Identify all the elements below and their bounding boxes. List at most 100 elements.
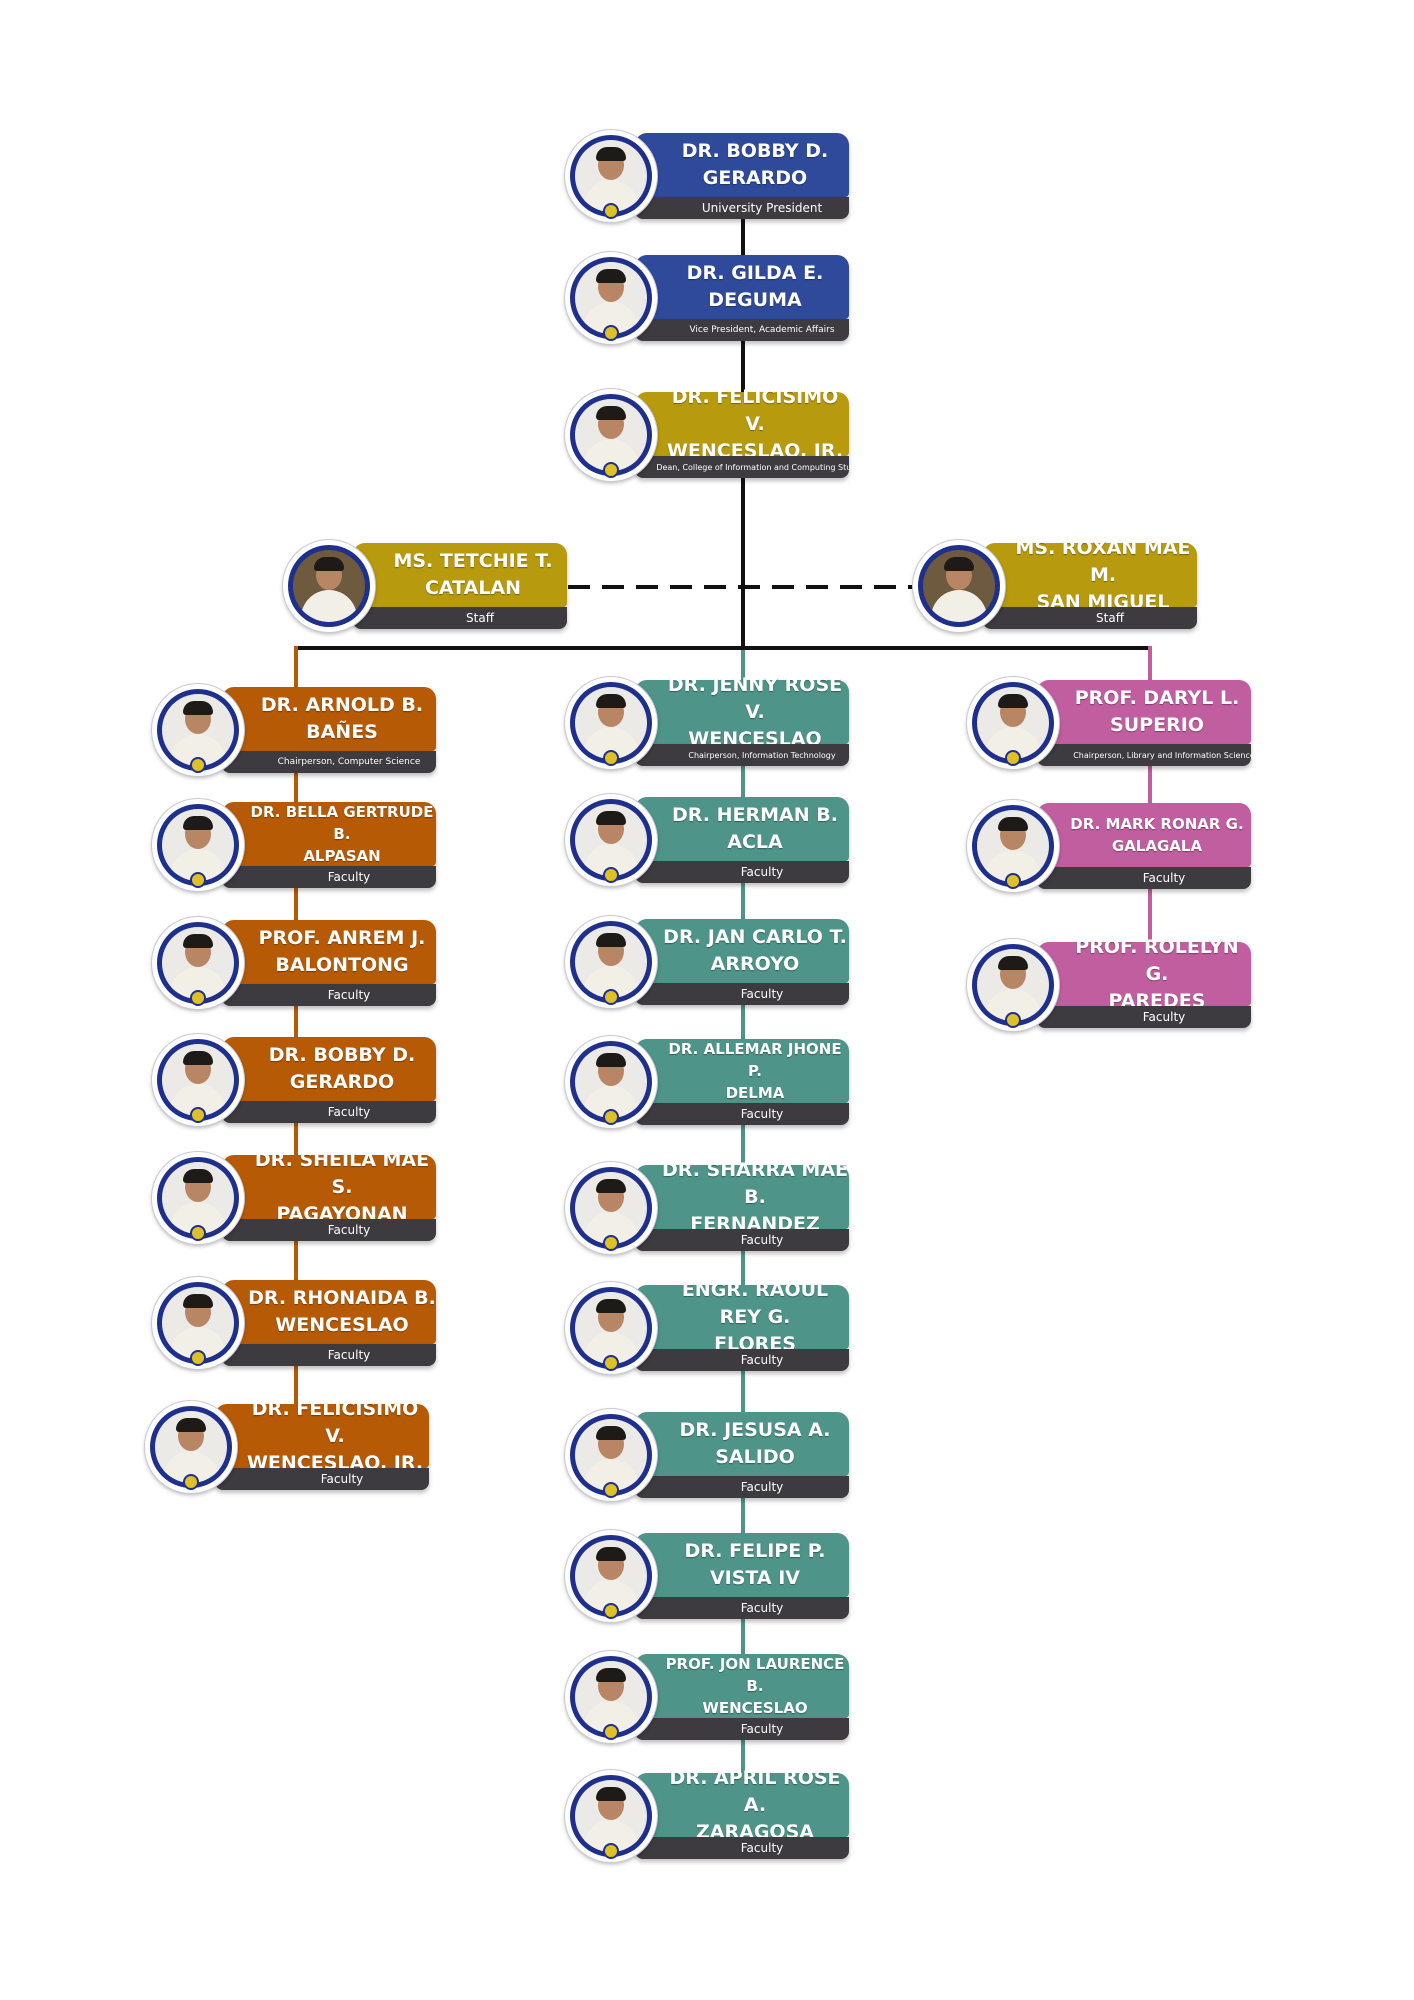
person-name: DR. RHONAIDA B.WENCESLAO — [248, 1287, 436, 1336]
title-bar: Chairperson, Information Technology — [635, 744, 849, 766]
person-title: Faculty — [1142, 871, 1186, 885]
title-bar: Faculty — [635, 1349, 849, 1371]
name-box: PROF. ANREM J.BALONTONG — [222, 920, 436, 984]
person-card-dean: DR. FELICISIMO V.WENCESLAO, JR. Dean, Co… — [565, 386, 868, 481]
person-card-lis-faculty-2: PROF. ROLELYN G.PAREDES Faculty — [967, 936, 1257, 1031]
title-bar: Faculty — [635, 1103, 849, 1125]
person-title: Staff — [466, 611, 494, 625]
person-card-it-faculty-1: DR. HERMAN B.ACLA Faculty — [565, 794, 855, 886]
person-name: DR. BOBBY D.GERARDO — [268, 1044, 416, 1093]
person-name: PROF. DARYL L.SUPERIO — [1074, 687, 1240, 736]
portrait-photo — [913, 540, 1005, 632]
name-box: MS. TETCHIE T.CATALAN — [353, 543, 567, 607]
title-bar: Faculty — [1037, 867, 1251, 889]
name-box: DR. SHEILA MAE S.PAGAYONAN — [222, 1149, 436, 1225]
portrait-photo — [967, 677, 1059, 769]
person-name: DR. SHARRA MAE B.FERNANDEZ — [661, 1158, 849, 1235]
person-title: Faculty — [327, 870, 371, 884]
person-card-cs-faculty-6: DR. FELICISIMO V.WENCESLAO, JR. Faculty — [145, 1398, 435, 1493]
university-seal-icon — [603, 1843, 619, 1859]
title-bar: Faculty — [222, 1344, 436, 1366]
person-name: DR. ARNOLD B.BAÑES — [260, 694, 424, 743]
university-seal-icon — [603, 203, 619, 219]
name-box: DR. FELIPE P.VISTA IV — [635, 1533, 849, 1597]
university-seal-icon — [603, 1603, 619, 1619]
person-title: Faculty — [740, 1841, 784, 1855]
title-bar: Faculty — [222, 1101, 436, 1123]
name-box: DR. GILDA E.DEGUMA — [635, 255, 849, 319]
university-seal-icon — [190, 872, 206, 888]
title-bar: Chairperson, Computer Science — [222, 751, 436, 773]
person-title: Chairperson, Information Technology — [688, 750, 836, 760]
name-box: DR. JAN CARLO T.ARROYO — [635, 919, 849, 983]
portrait-photo — [565, 130, 657, 222]
name-box: DR. MARK RONAR G.GALAGALA — [1037, 803, 1251, 867]
title-bar: Faculty — [635, 1718, 849, 1740]
person-card-cs-faculty-4: DR. SHEILA MAE S.PAGAYONAN Faculty — [152, 1149, 442, 1244]
university-seal-icon — [190, 1225, 206, 1241]
title-bar: Staff — [353, 607, 567, 629]
person-card-it-faculty-2: DR. JAN CARLO T.ARROYO Faculty — [565, 916, 855, 1008]
person-name: DR. APRIL ROSE A.ZARAGOSA — [669, 1766, 841, 1843]
university-seal-icon — [1005, 750, 1021, 766]
person-card-lis-faculty-1: DR. MARK RONAR G.GALAGALA Faculty — [967, 800, 1257, 892]
portrait-photo — [565, 1282, 657, 1374]
university-seal-icon — [603, 867, 619, 883]
person-title: Faculty — [320, 1472, 364, 1486]
person-name: DR. BOBBY D.GERARDO — [681, 140, 829, 189]
portrait-photo — [565, 389, 657, 481]
name-box: DR. ARNOLD B.BAÑES — [222, 687, 436, 751]
title-bar: Faculty — [635, 983, 849, 1005]
name-box: DR. BELLA GERTRUDE B.ALPASAN — [222, 802, 436, 866]
title-bar: Faculty — [635, 1597, 849, 1619]
name-box: DR. ALLEMAR JHONE P.DELMA — [635, 1039, 849, 1103]
person-card-president: DR. BOBBY D.GERARDO University President — [565, 130, 855, 222]
person-card-it-faculty-6: DR. JESUSA A.SALIDO Faculty — [565, 1409, 855, 1501]
person-card-cs-chair: DR. ARNOLD B.BAÑES Chairperson, Computer… — [152, 684, 442, 776]
title-bar: Vice President, Academic Affairs — [635, 319, 849, 341]
person-name: DR. GILDA E.DEGUMA — [686, 262, 824, 311]
university-seal-icon — [1005, 873, 1021, 889]
person-title: Faculty — [740, 1353, 784, 1367]
person-name: DR. FELICISIMO V.WENCESLAO, JR. — [666, 385, 844, 462]
university-seal-icon — [603, 1724, 619, 1740]
person-name: DR. HERMAN B.ACLA — [672, 804, 838, 853]
university-seal-icon — [603, 1355, 619, 1371]
person-title: Faculty — [740, 1233, 784, 1247]
name-box: DR. JESUSA A.SALIDO — [635, 1412, 849, 1476]
name-box: PROF. JON LAURENCE B.WENCESLAO — [635, 1654, 849, 1718]
portrait-photo — [145, 1401, 237, 1493]
portrait-photo — [152, 684, 244, 776]
title-bar: Faculty — [222, 1219, 436, 1241]
person-name: MS. ROXAN MAE M.SAN MIGUEL — [1015, 536, 1191, 613]
name-box: DR. RHONAIDA B.WENCESLAO — [222, 1280, 436, 1344]
person-card-it-faculty-3: DR. ALLEMAR JHONE P.DELMA Faculty — [565, 1036, 855, 1128]
person-card-cs-faculty-1: DR. BELLA GERTRUDE B.ALPASAN Faculty — [152, 799, 442, 891]
person-name: DR. BELLA GERTRUDE B.ALPASAN — [250, 803, 434, 865]
university-seal-icon — [190, 1350, 206, 1366]
person-card-it-faculty-4: DR. SHARRA MAE B.FERNANDEZ Faculty — [565, 1159, 855, 1254]
person-card-vice-president: DR. GILDA E.DEGUMA Vice President, Acade… — [565, 252, 855, 344]
portrait-photo — [565, 794, 657, 886]
person-title: Faculty — [327, 988, 371, 1002]
name-box: DR. HERMAN B.ACLA — [635, 797, 849, 861]
person-name: DR. FELICISIMO V.WENCESLAO, JR. — [246, 1397, 424, 1474]
person-card-it-faculty-5: ENGR. RAOUL REY G.FLORES Faculty — [565, 1279, 855, 1374]
title-bar: Faculty — [222, 866, 436, 888]
person-title: Faculty — [327, 1348, 371, 1362]
person-name: MS. TETCHIE T.CATALAN — [393, 550, 553, 599]
title-bar: Faculty — [215, 1468, 429, 1490]
person-title: Faculty — [740, 1601, 784, 1615]
person-card-cs-faculty-3: DR. BOBBY D.GERARDO Faculty — [152, 1034, 442, 1126]
person-card-it-faculty-9: DR. APRIL ROSE A.ZARAGOSA Faculty — [565, 1767, 855, 1862]
portrait-photo — [565, 1036, 657, 1128]
person-name: PROF. JON LAURENCE B.WENCESLAO — [665, 1655, 845, 1717]
portrait-photo — [565, 916, 657, 1008]
person-name: DR. MARK RONAR G.GALAGALA — [1070, 815, 1244, 855]
university-seal-icon — [183, 1474, 199, 1490]
title-bar: Dean, College of Information and Computi… — [635, 456, 868, 478]
name-box: DR. FELICISIMO V.WENCESLAO, JR. — [635, 386, 849, 462]
person-title: Chairperson, Library and Information Sci… — [1073, 750, 1255, 760]
name-box: DR. APRIL ROSE A.ZARAGOSA — [635, 1767, 849, 1843]
person-card-cs-faculty-5: DR. RHONAIDA B.WENCESLAO Faculty — [152, 1277, 442, 1369]
